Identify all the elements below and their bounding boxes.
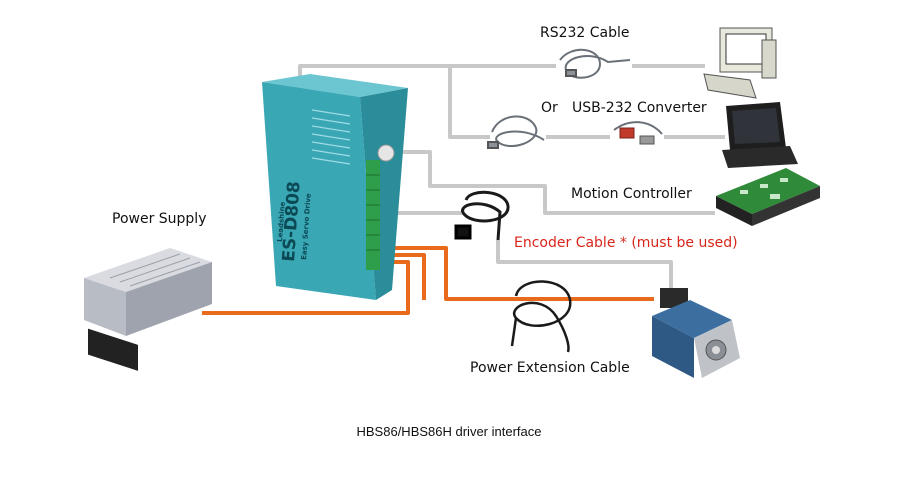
- encoder-to-motor-line: [496, 240, 673, 292]
- servo-driver: ES-D808 Easy Servo Drive Leadshine: [262, 74, 408, 300]
- driver-port: [377, 144, 395, 162]
- laptop-pc: [722, 102, 798, 168]
- pc-screen: [725, 33, 767, 65]
- desktop-pc: [703, 27, 777, 99]
- motor-power-line-b: [386, 253, 426, 300]
- or-label: Or: [541, 100, 558, 116]
- driver-top-face: [262, 74, 408, 97]
- rs232-cable-label: RS232 Cable: [540, 25, 630, 41]
- power-lines: [202, 246, 654, 315]
- supply-power-line: [202, 260, 410, 315]
- diagram-caption: HBS86/HBS86H driver interface: [356, 424, 542, 439]
- motion-controller-line: [388, 150, 715, 215]
- motor-body-top: [652, 300, 732, 338]
- motor-body-left: [652, 316, 694, 378]
- motion-controller-label: Motion Controller: [571, 186, 692, 202]
- driver-front-face: [262, 82, 376, 300]
- controller-front: [716, 196, 752, 226]
- power-extension-cable-icon: [510, 280, 572, 353]
- pc-keyboard: [703, 73, 757, 99]
- power-supply-label: Power Supply: [112, 211, 207, 227]
- pc-tower: [761, 39, 777, 79]
- driver-vents: [311, 109, 351, 165]
- controller-side: [752, 186, 820, 226]
- laptop-base: [722, 146, 798, 168]
- motion-controller-board: [716, 168, 820, 226]
- laptop-screen: [732, 108, 780, 144]
- usb-converter-label: USB-232 Converter: [572, 100, 707, 116]
- usb-cable-icon-left: [487, 115, 545, 149]
- motor-power-line-a: [386, 246, 654, 301]
- controller-top: [716, 168, 820, 214]
- psu-top: [84, 248, 212, 292]
- driver-terminal-block: [366, 160, 380, 270]
- usb-branch-line: [448, 66, 490, 139]
- rs232-cable-icon: [559, 48, 631, 79]
- psu-front: [84, 278, 126, 336]
- usb-converter-icon: [613, 121, 663, 145]
- power-supply-unit: [84, 248, 212, 371]
- driver-brand-text: Leadshine: [276, 201, 287, 242]
- servo-motor: [652, 288, 740, 378]
- encoder-cable-icon: [454, 190, 510, 241]
- psu-side: [126, 262, 212, 336]
- motor-cable-glands: [660, 288, 688, 308]
- power-extension-cable-label: Power Extension Cable: [470, 360, 630, 376]
- psu-terminals: [88, 328, 138, 371]
- encoder-cable-label: Encoder Cable * (must be used): [514, 235, 738, 251]
